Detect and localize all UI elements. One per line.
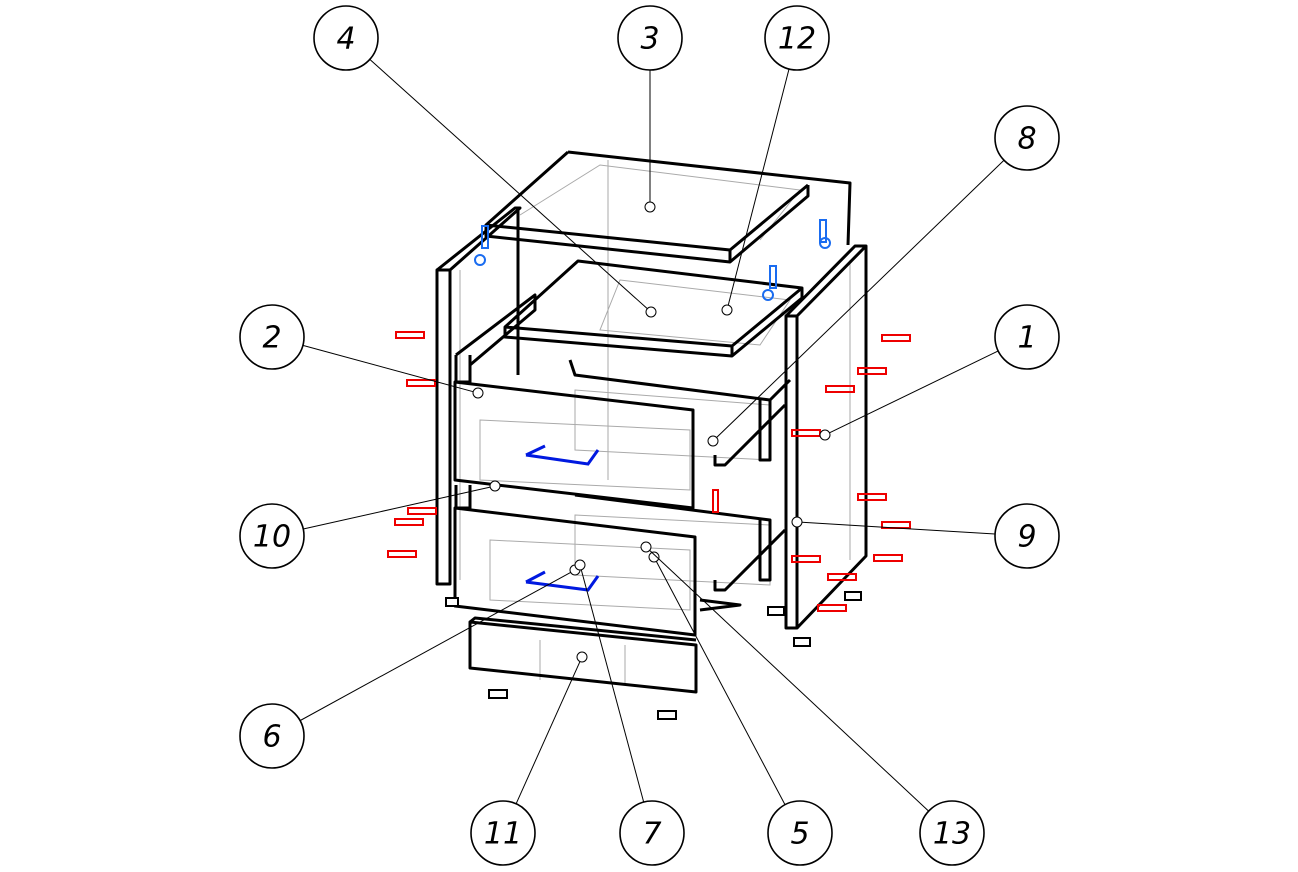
balloon-number: 8	[1017, 122, 1036, 157]
balloon-circle	[919, 800, 985, 866]
balloon-12: 12	[764, 5, 830, 71]
drawer-upper	[453, 293, 792, 510]
balloon-11: 11	[470, 800, 536, 866]
balloon-circle	[767, 800, 833, 866]
leader-anchor-7	[574, 559, 586, 571]
leader-line-1	[829, 350, 999, 434]
balloon-3: 3	[617, 5, 683, 71]
balloon-2: 2	[239, 304, 305, 370]
leader-line-10	[303, 486, 491, 530]
balloon-1: 1	[994, 304, 1060, 370]
leader-anchor-12	[721, 304, 733, 316]
drawer-lower	[453, 485, 787, 637]
balloon-number: 13	[933, 817, 971, 852]
balloon-5: 5	[767, 800, 833, 866]
balloon-8: 8	[994, 105, 1060, 171]
balloon-number: 1	[1017, 321, 1036, 356]
balloon-10: 10	[239, 503, 305, 569]
leader-anchor-9	[791, 516, 803, 528]
hinges	[474, 219, 831, 301]
leader-line-5	[655, 561, 786, 805]
balloon-number: 12	[778, 22, 816, 57]
leader-anchor-8	[707, 435, 719, 447]
balloon-circle	[239, 304, 305, 370]
balloon-circle	[470, 800, 536, 866]
feet	[445, 591, 862, 720]
balloon-number: 5	[790, 817, 809, 852]
leader-line-13	[649, 550, 929, 812]
leader-line-7	[580, 569, 645, 803]
balloon-circle	[239, 503, 305, 569]
balloon-number: 6	[262, 720, 281, 755]
leader-line-12	[727, 68, 790, 306]
leader-anchor-10	[489, 480, 501, 492]
plinth-panel	[468, 616, 698, 694]
left-side-panel	[435, 206, 522, 586]
balloon-circle	[994, 304, 1060, 370]
drawer-handles	[525, 444, 600, 592]
leader-lines	[299, 59, 1005, 812]
leader-line-6	[299, 571, 571, 722]
leader-anchor-11	[576, 651, 588, 663]
top-panel	[484, 150, 852, 264]
balloon-circle	[994, 105, 1060, 171]
leader-line-9	[801, 521, 996, 535]
balloon-number: 11	[484, 817, 522, 852]
balloon-circle	[994, 503, 1060, 569]
balloon-13: 13	[919, 800, 985, 866]
leader-anchor-1	[819, 429, 831, 441]
leader-anchor-3	[644, 201, 656, 213]
leader-line-4	[369, 59, 648, 310]
leader-line-8	[716, 159, 1005, 438]
balloon-number: 7	[642, 817, 661, 852]
balloon-number: 3	[640, 22, 659, 57]
balloon-circle	[619, 800, 685, 866]
balloon-9: 9	[994, 503, 1060, 569]
balloon-circle	[764, 5, 830, 71]
balloon-7: 7	[619, 800, 685, 866]
leader-anchor-4	[645, 306, 657, 318]
balloon-circle	[617, 5, 683, 71]
item-balloons: 4 3 12 8 2 1 10 9 6 11 7 5 13	[239, 5, 1060, 866]
leader-anchor-2	[472, 387, 484, 399]
balloon-4: 4	[313, 5, 379, 71]
balloon-number: 10	[253, 520, 291, 555]
balloon-number: 9	[1017, 520, 1036, 555]
balloon-number: 2	[262, 321, 281, 356]
balloon-circle	[239, 703, 305, 769]
red-fasteners	[387, 331, 911, 612]
leader-anchor-13	[640, 541, 652, 553]
leader-line-11	[515, 661, 581, 805]
balloon-number: 4	[336, 22, 355, 57]
balloon-6: 6	[239, 703, 305, 769]
balloon-circle	[313, 5, 379, 71]
leader-line-2	[302, 344, 474, 393]
leader-anchor-5	[648, 551, 660, 563]
